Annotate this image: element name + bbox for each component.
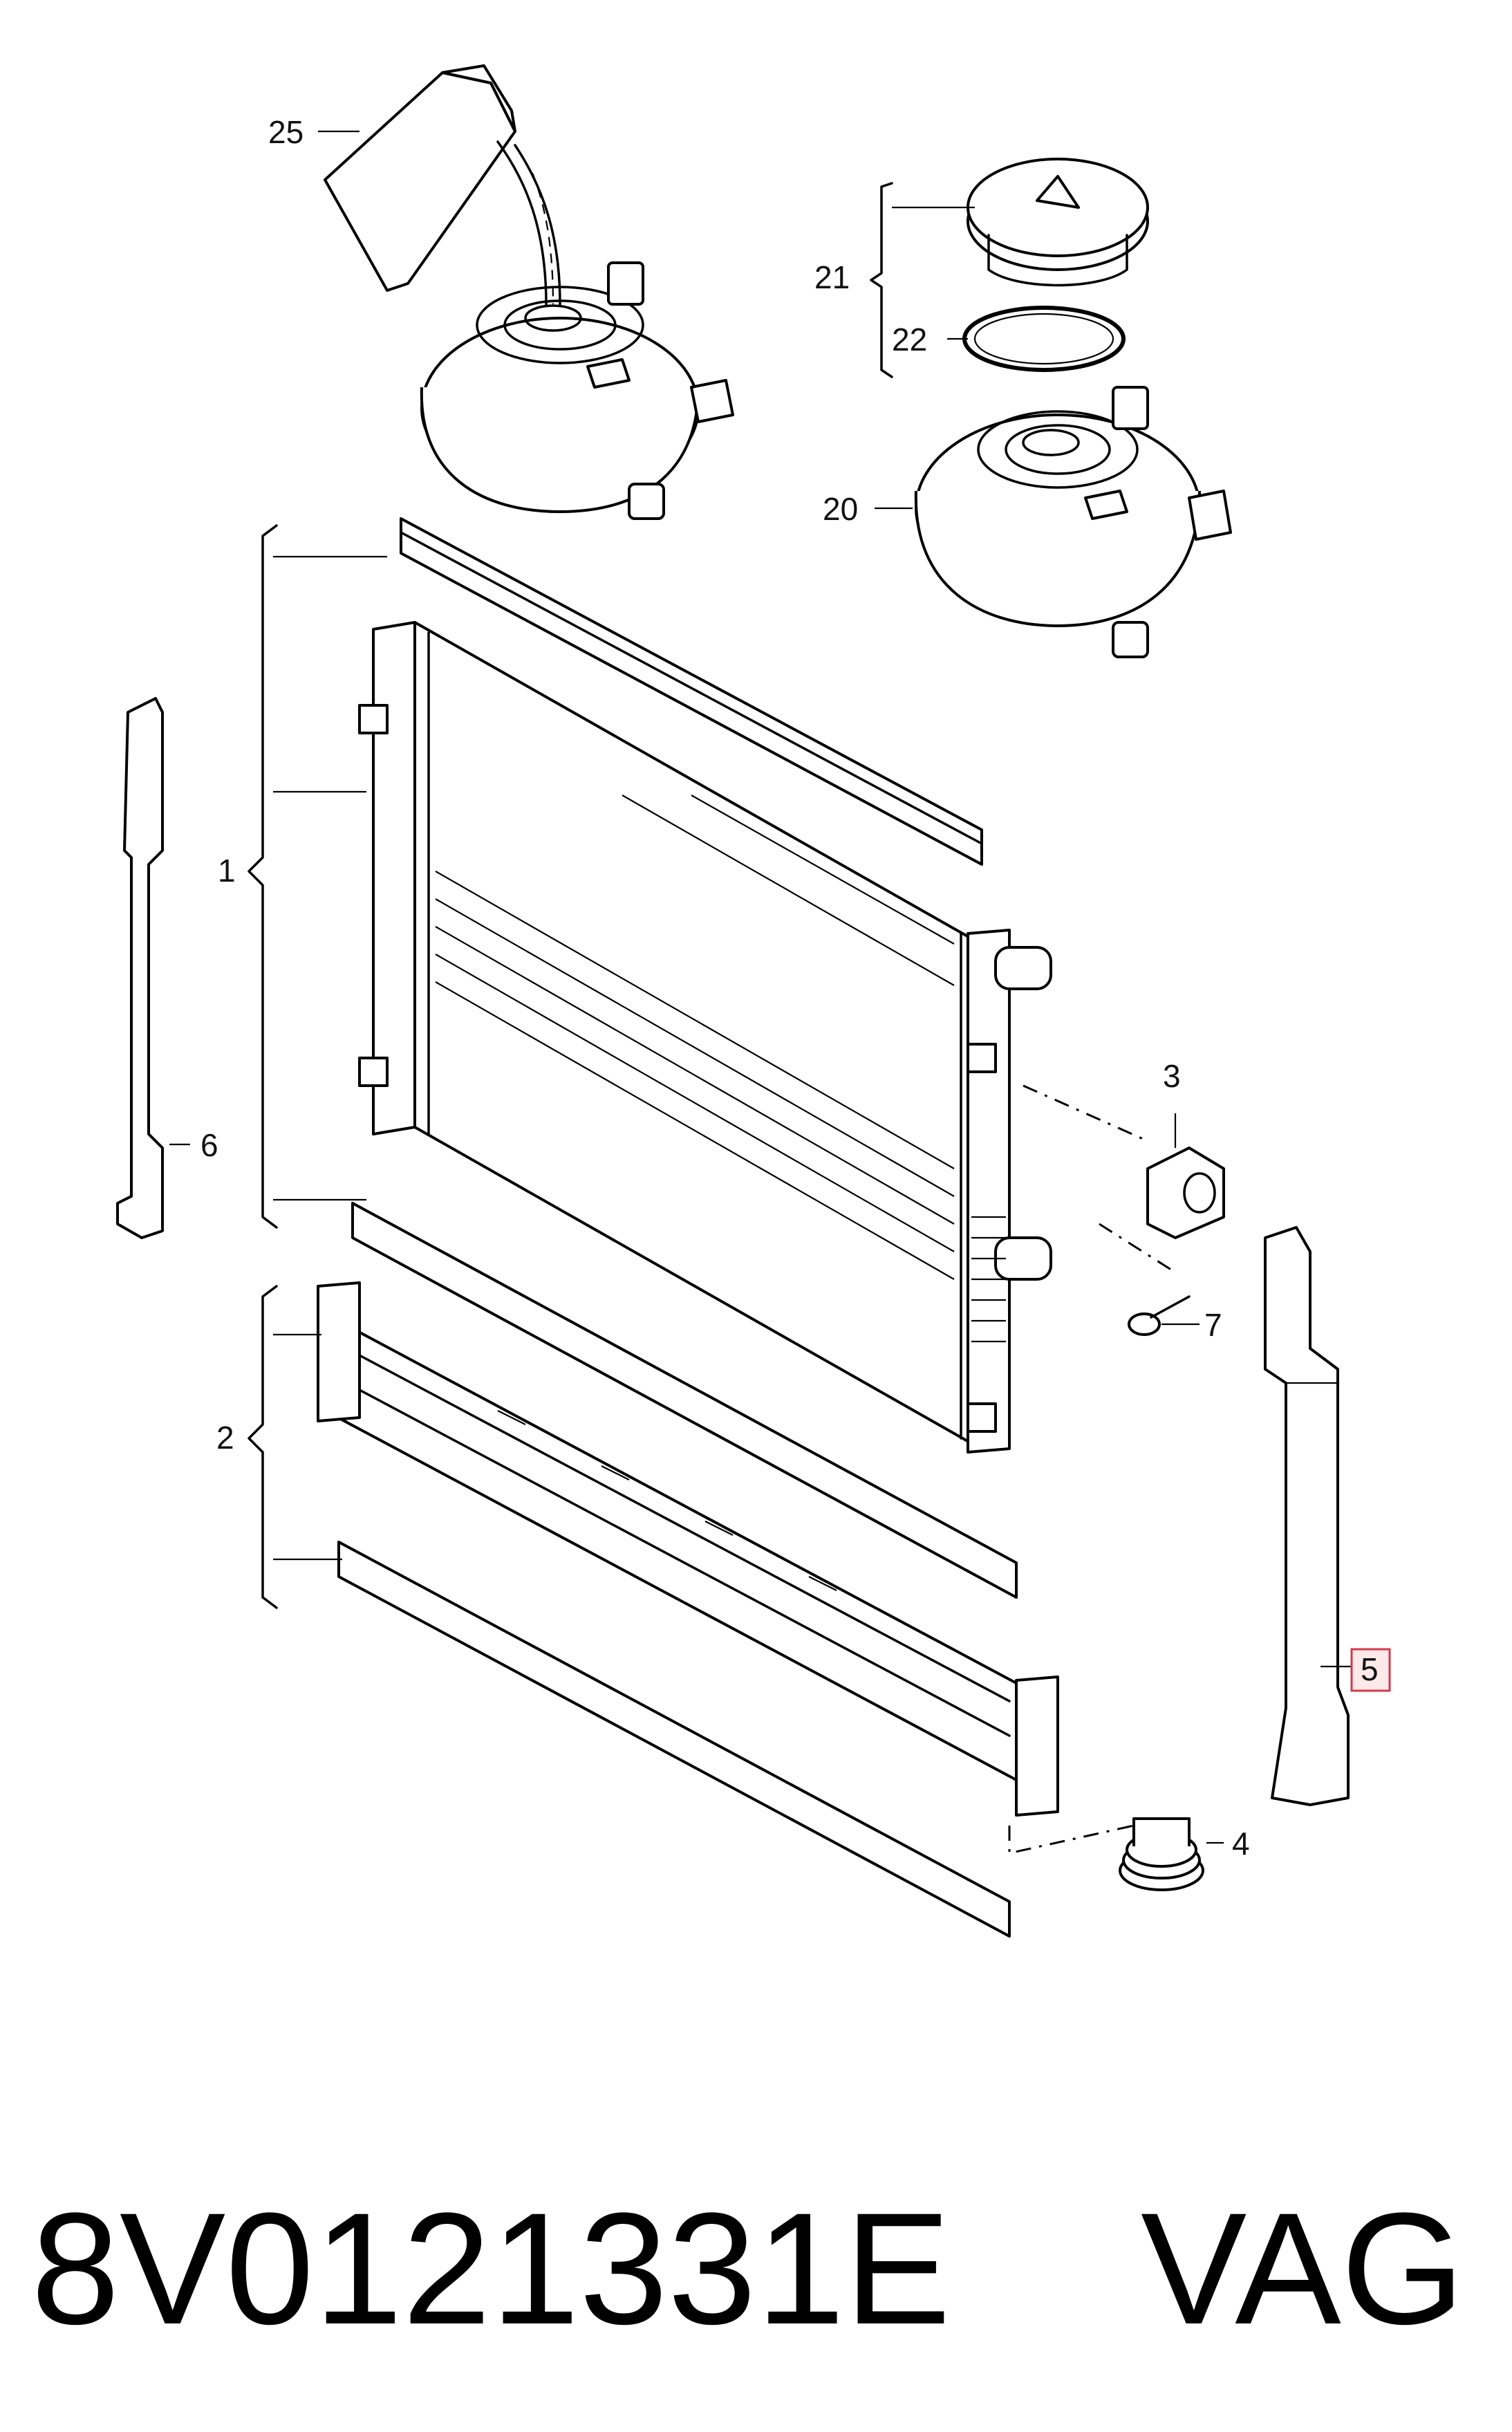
side-seal-part-5[interactable]	[1264, 1226, 1350, 1806]
leader-lines	[169, 130, 1352, 1844]
brand-label: VAG	[1141, 2180, 1465, 2357]
tank-cap-part-21[interactable]	[967, 158, 1149, 287]
callout-6: 6	[200, 1127, 218, 1163]
bracket-part-3[interactable]	[1146, 1147, 1225, 1239]
radiator-part-1[interactable]	[351, 517, 1052, 1599]
callout-2: 2	[216, 1420, 234, 1456]
callout-3: 3	[1163, 1058, 1181, 1094]
callout-labels: 25 21 22 20 1 6 3 7 2 5 4	[200, 114, 1391, 1862]
callout-1: 1	[218, 853, 236, 889]
part-number: 8V0121331E	[31, 2180, 951, 2357]
group-bracket-2	[248, 1285, 278, 1609]
expansion-tank-part-20[interactable]	[914, 386, 1232, 658]
expansion-tank-upper[interactable]	[420, 261, 734, 520]
assembly-lines	[1008, 1084, 1176, 1855]
group-bracket-21-22	[870, 182, 893, 378]
grommet-part-4[interactable]	[1119, 1817, 1204, 1891]
screw-part-7[interactable]	[1128, 1295, 1191, 1336]
callout-22: 22	[892, 322, 927, 358]
callout-7: 7	[1204, 1307, 1222, 1343]
callout-21: 21	[814, 259, 850, 295]
callout-4: 4	[1232, 1826, 1250, 1862]
group-bracket-1	[248, 524, 278, 1229]
auxiliary-cooler-part-2[interactable]	[317, 1281, 1059, 1938]
callout-20: 20	[823, 491, 858, 527]
seal-ring-part-22[interactable]	[962, 306, 1126, 372]
callout-25: 25	[268, 114, 304, 150]
callout-5: 5	[1361, 1651, 1379, 1687]
side-seal-part-6[interactable]	[116, 697, 164, 1239]
highlight-box-5	[1350, 1648, 1391, 1692]
coolant-bottle-part-25[interactable]	[324, 64, 561, 306]
